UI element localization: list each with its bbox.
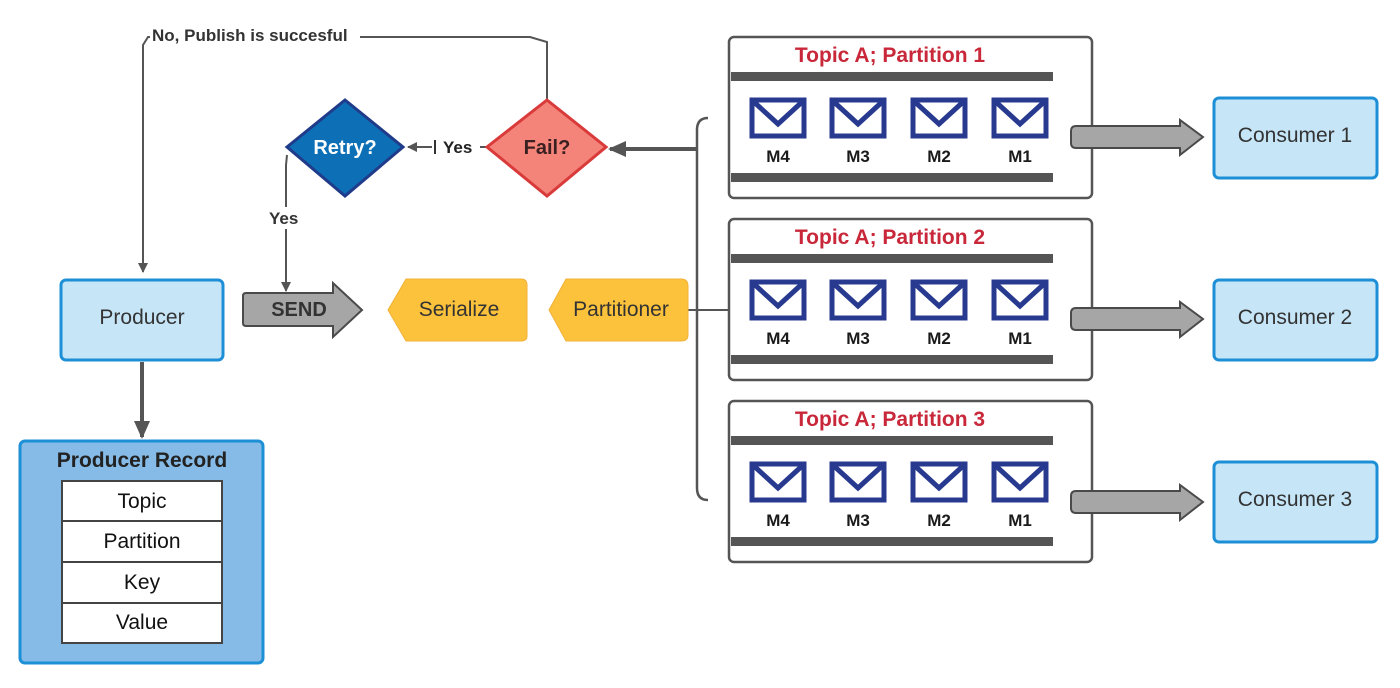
envelope-flap-icon [832, 282, 884, 310]
record-field-label-key: Key [124, 571, 161, 594]
partition-3: Topic A; Partition 3 M4 M3 M2 M1 [727, 399, 1094, 564]
envelope-flap-icon [994, 100, 1046, 128]
message-label: M1 [1008, 511, 1032, 530]
message-label: M4 [766, 329, 790, 348]
partition-2-top-rail [731, 254, 1053, 263]
consumer-3-box [1212, 460, 1379, 544]
consumer-1-box [1212, 96, 1379, 180]
message-label: M3 [846, 511, 870, 530]
send-arrow [242, 280, 364, 340]
message-label: M4 [766, 511, 790, 530]
yes-vertical-label: Yes [269, 209, 298, 228]
message-label: M2 [927, 329, 951, 348]
partition3-to-consumer3-arrow [1070, 483, 1205, 523]
producer-record-title: Producer Record [57, 449, 227, 472]
partition-2: Topic A; Partition 2 M4 M3 M2 M1 [727, 217, 1094, 382]
fail-decision: Fail? [484, 98, 609, 198]
message-label: M1 [1008, 329, 1032, 348]
envelope-flap-icon [913, 464, 965, 492]
partition-1-top-rail [731, 72, 1053, 81]
envelope-flap-icon [994, 464, 1046, 492]
message-label: M1 [1008, 147, 1032, 166]
fail-label: Fail? [524, 137, 571, 159]
feedback-label-bg [150, 25, 360, 47]
partition-2-title: Topic A; Partition 2 [795, 226, 985, 249]
partition-1-title: Topic A; Partition 1 [795, 44, 985, 67]
partition-3-bottom-rail [731, 537, 1053, 546]
send-step: SEND [242, 280, 364, 340]
partition-1-bottom-rail [731, 173, 1053, 182]
partition1-to-consumer1-arrow [1070, 118, 1205, 158]
serialize-shape [387, 278, 528, 342]
envelope-flap-icon [913, 100, 965, 128]
envelope-flap-icon [832, 464, 884, 492]
partition-1: Topic A; Partition 1 M4 M3 M2 M1 [727, 35, 1094, 200]
envelope-flap-icon [832, 100, 884, 128]
yes-horizontal-bg [432, 135, 480, 157]
partitioner-step: Partitioner [548, 278, 689, 342]
serialize-step: Serialize [387, 278, 528, 342]
partition-3-title: Topic A; Partition 3 [795, 408, 985, 431]
consumer-arrows [1070, 118, 1205, 523]
consumer-1: Consumer 1 [1212, 96, 1379, 180]
message-label: M2 [927, 511, 951, 530]
send-label: SEND [271, 299, 327, 321]
retry-diamond [284, 98, 406, 198]
consumer-2-label: Consumer 2 [1238, 306, 1352, 329]
producer-box [59, 278, 225, 362]
message-label: M3 [846, 329, 870, 348]
record-field-label-value: Value [116, 611, 168, 634]
serialize-label: Serialize [419, 298, 500, 321]
partitioner-label: Partitioner [573, 298, 669, 321]
retry-to-send-connector [281, 154, 291, 292]
retry-label: Retry? [313, 137, 376, 159]
retry-decision: Retry? [284, 98, 406, 198]
message-label: M2 [927, 147, 951, 166]
record-field-label-partition: Partition [103, 530, 180, 553]
record-field-value [61, 602, 223, 644]
envelope-flap-icon [752, 282, 804, 310]
record-field-key [61, 561, 223, 604]
producer-label: Producer [99, 306, 184, 329]
partitioner-shape [548, 278, 689, 342]
message-label: M3 [846, 147, 870, 166]
partition-2-bottom-rail [731, 355, 1053, 364]
record-field-topic [61, 480, 223, 522]
envelope-flap-icon [752, 464, 804, 492]
yes-vertical-bg [266, 207, 306, 229]
record-field-partition [61, 520, 223, 563]
consumer-1-label: Consumer 1 [1238, 124, 1352, 147]
producer-record: Producer Record Topic Partition Key Valu… [18, 439, 265, 665]
message-label: M4 [766, 147, 790, 166]
envelope-flap-icon [913, 282, 965, 310]
consumer-3-label: Consumer 3 [1238, 488, 1352, 511]
partition-3-top-rail [731, 436, 1053, 445]
partition2-to-consumer2-arrow [1070, 300, 1205, 340]
feedback-label: No, Publish is succesful [152, 26, 348, 45]
envelope-flap-icon [752, 100, 804, 128]
consumer-2-box [1212, 278, 1379, 362]
record-field-label-topic: Topic [117, 490, 166, 513]
fail-diamond [484, 98, 609, 198]
consumer-2: Consumer 2 [1212, 278, 1379, 362]
consumer-3: Consumer 3 [1212, 460, 1379, 544]
yes-horizontal-label: Yes [443, 138, 472, 157]
envelope-flap-icon [994, 282, 1046, 310]
